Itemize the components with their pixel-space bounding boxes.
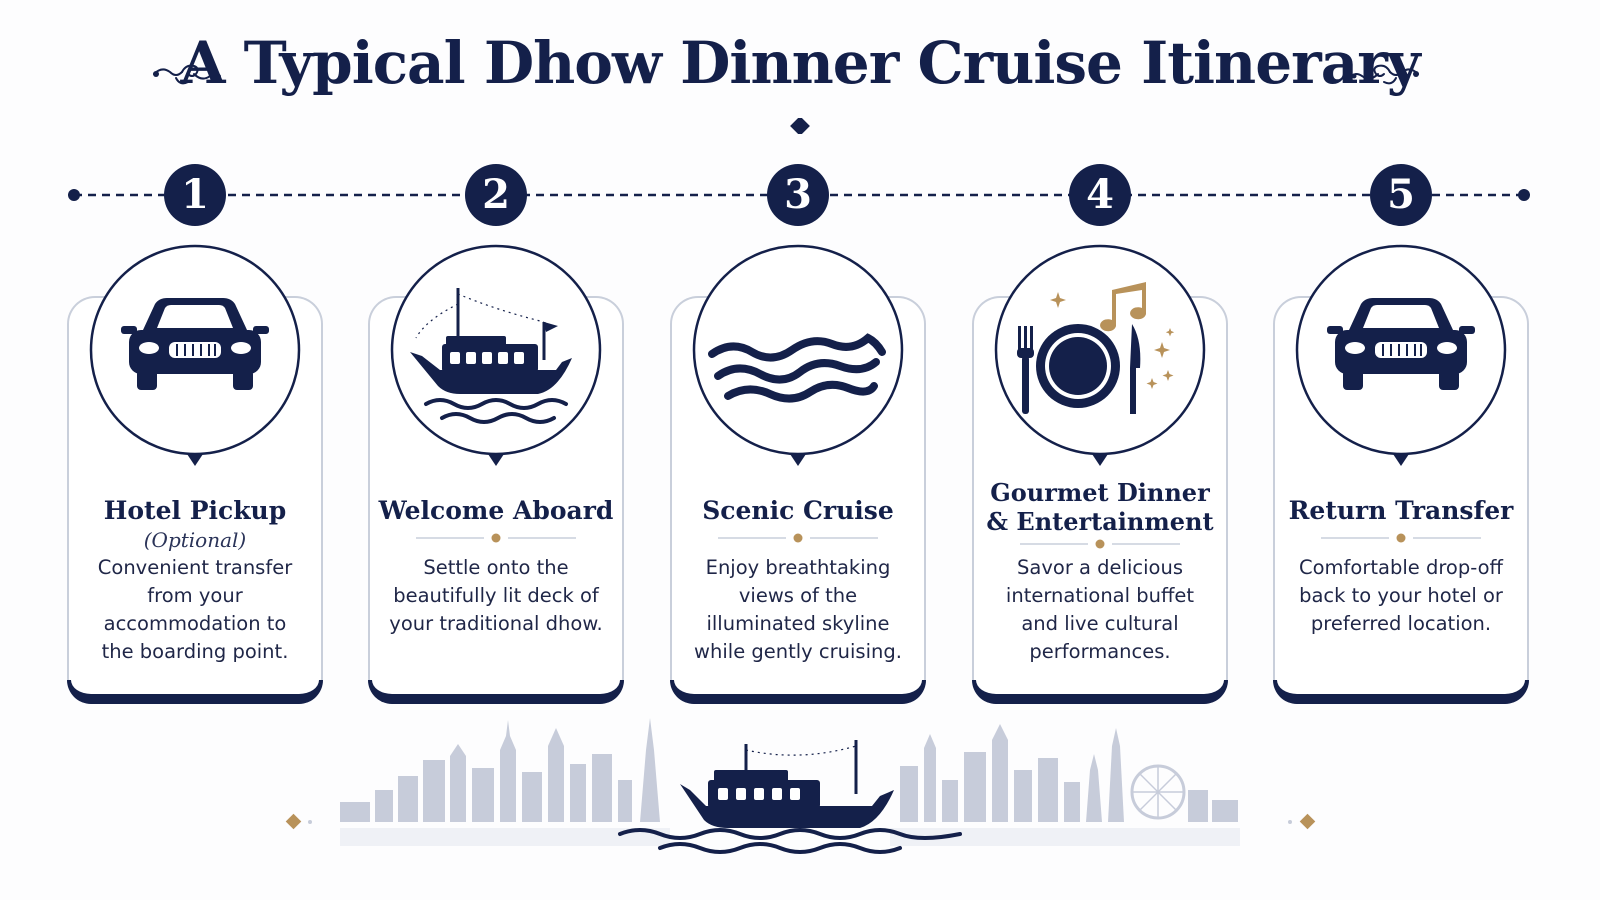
dhow-boat-icon <box>390 244 602 466</box>
step-description: Convenient transfer from your accommodat… <box>97 556 293 663</box>
step-number-5: 5 <box>1370 164 1432 226</box>
step-title: Scenic Cruise <box>702 496 894 525</box>
card-base <box>670 680 926 704</box>
gold-divider <box>416 533 576 543</box>
step-title: Welcome Aboard <box>378 496 614 525</box>
card-base <box>972 680 1228 704</box>
step-title: Gourmet Dinner & Entertainment <box>986 478 1214 536</box>
card-base <box>67 680 323 704</box>
card-base <box>368 680 624 704</box>
step-number-1: 1 <box>164 164 226 226</box>
car-icon <box>89 244 301 466</box>
card-base <box>1273 680 1529 704</box>
skyline-footer <box>155 718 1445 854</box>
step-title: Hotel Pickup <box>103 496 287 525</box>
step-description: Comfortable drop-off back to your hotel … <box>1299 556 1503 635</box>
left-flourish-icon <box>153 64 221 85</box>
gold-divider <box>718 533 878 543</box>
timeline-line <box>68 189 1530 201</box>
step-description: Savor a delicious international buffet a… <box>1005 556 1195 663</box>
gold-divider <box>1020 539 1180 549</box>
page-title: A Typical Dhow Dinner Cruise Itinerary <box>180 29 1420 97</box>
step-title: Return Transfer <box>1288 496 1514 525</box>
gold-divider <box>1321 533 1481 543</box>
title-area: A Typical Dhow Dinner Cruise Itinerary <box>0 30 1600 97</box>
title-divider <box>400 118 1200 134</box>
step-subtitle: (Optional) <box>143 528 247 552</box>
car-icon <box>1295 244 1507 466</box>
waves-icon <box>692 244 904 466</box>
step-description: Settle onto the beautifully lit deck of … <box>389 556 603 635</box>
step-number-2: 2 <box>465 164 527 226</box>
step-description: Enjoy breathtaking views of the illumina… <box>694 556 902 663</box>
dinner-music-icon <box>994 244 1206 466</box>
step-number-4: 4 <box>1069 164 1131 226</box>
right-flourish-icon <box>1351 64 1419 85</box>
step-number-3: 3 <box>767 164 829 226</box>
